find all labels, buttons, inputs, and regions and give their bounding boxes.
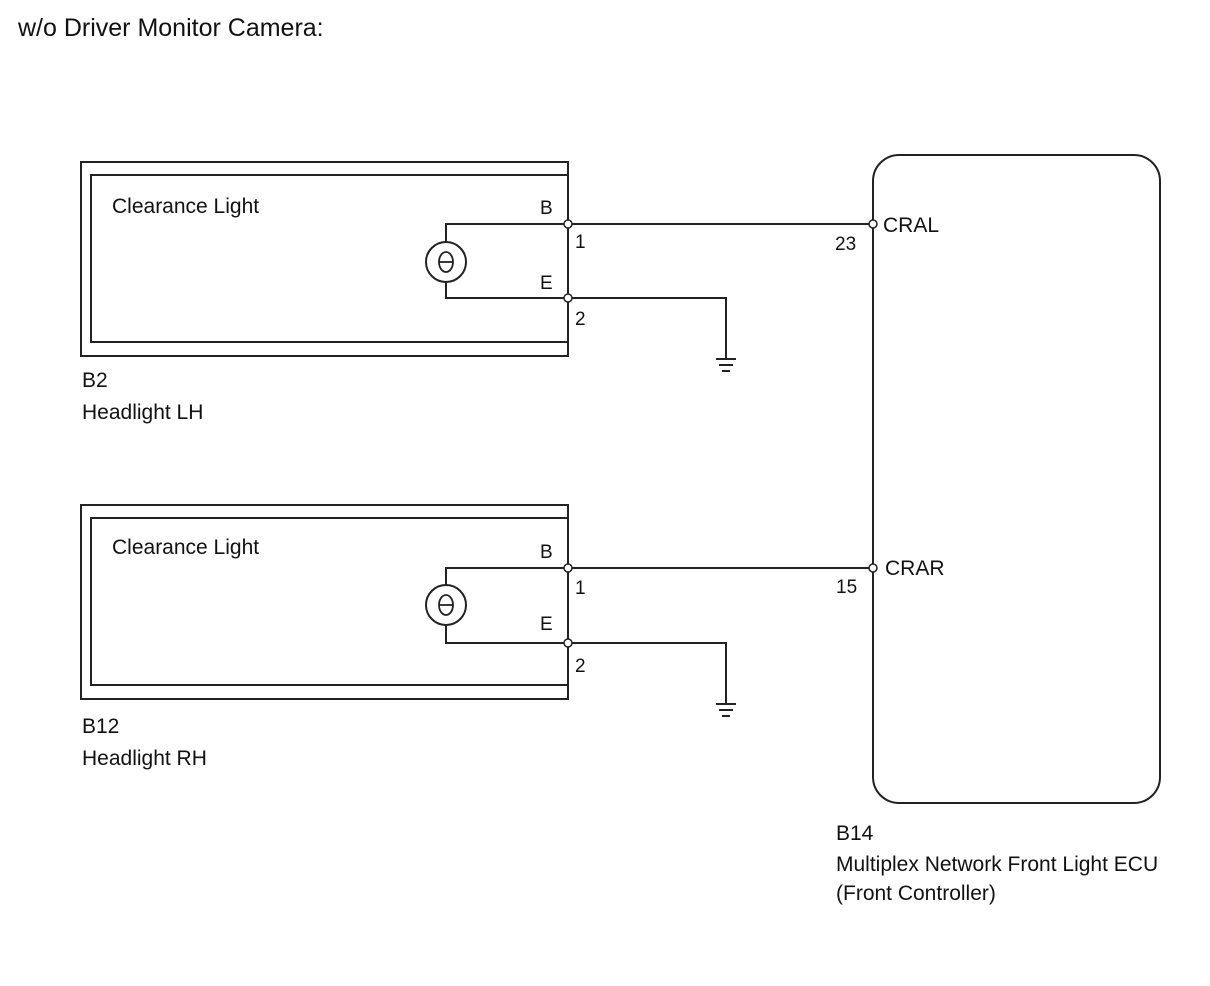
headlight-rh-code: B12	[82, 715, 119, 738]
ecu-body	[872, 154, 1161, 804]
headlight-lh-outer-frame	[80, 161, 569, 357]
headlight-lh-pin-2: 2	[575, 309, 586, 330]
headlight-lh-b-wire	[445, 223, 568, 242]
ecu-terminal-cral-label: CRAL	[883, 214, 939, 237]
ecu-terminal-crar	[868, 563, 878, 573]
headlight-lh-ground-wire	[568, 297, 727, 358]
headlight-rh-e-wire	[445, 625, 568, 644]
headlight-lh-pin-1: 1	[575, 232, 586, 253]
headlight-rh-pin-2: 2	[575, 656, 586, 677]
headlight-lh-terminal-b-label: B	[540, 198, 553, 219]
bulb-icon	[425, 241, 467, 283]
ecu-component: CRAL 23 CRAR 15 B14 Multiplex Network Fr…	[835, 154, 1161, 905]
ecu-pin-23: 23	[835, 234, 856, 255]
headlight-lh-component: Clearance Light B E 1 2 B2 Headlight LH	[80, 161, 586, 424]
headlight-rh-b-wire	[445, 567, 568, 585]
headlight-lh-inner-frame	[90, 174, 569, 343]
ground-icon	[716, 703, 736, 717]
headlight-lh-terminal-e	[563, 293, 573, 303]
headlight-rh-pin-1: 1	[575, 578, 586, 599]
headlight-rh-terminal-e	[563, 638, 573, 648]
ecu-terminal-cral	[868, 219, 878, 229]
headlight-lh-terminal-e-label: E	[540, 273, 553, 294]
headlight-rh-outer-frame	[80, 504, 569, 700]
headlight-rh-component: Clearance Light B E 1 2 B12 Headlight RH	[80, 504, 586, 770]
ecu-name: Multiplex Network Front Light ECU	[836, 853, 1158, 876]
headlight-rh-inner-frame	[90, 517, 569, 686]
bulb-icon	[425, 584, 467, 626]
headlight-lh-code: B2	[82, 369, 108, 392]
headlight-rh-name: Headlight RH	[82, 747, 207, 770]
headlight-rh-terminal-e-label: E	[540, 614, 553, 635]
headlight-rh-terminal-b-label: B	[540, 542, 553, 563]
headlight-lh-name: Headlight LH	[82, 401, 203, 424]
ecu-subname: (Front Controller)	[836, 882, 996, 905]
headlight-rh-terminal-b	[563, 563, 573, 573]
headlight-lh-e-wire	[445, 282, 568, 299]
ground-icon	[716, 358, 736, 372]
headlight-lh-inner-label: Clearance Light	[112, 195, 259, 218]
headlight-rh-ground-wire	[568, 642, 727, 703]
headlight-rh-inner-label: Clearance Light	[112, 536, 259, 559]
diagram-title: w/o Driver Monitor Camera:	[17, 14, 324, 42]
ecu-code: B14	[836, 822, 874, 845]
ecu-terminal-crar-label: CRAR	[885, 557, 945, 580]
headlight-lh-terminal-b	[563, 219, 573, 229]
ecu-pin-15: 15	[836, 577, 857, 598]
